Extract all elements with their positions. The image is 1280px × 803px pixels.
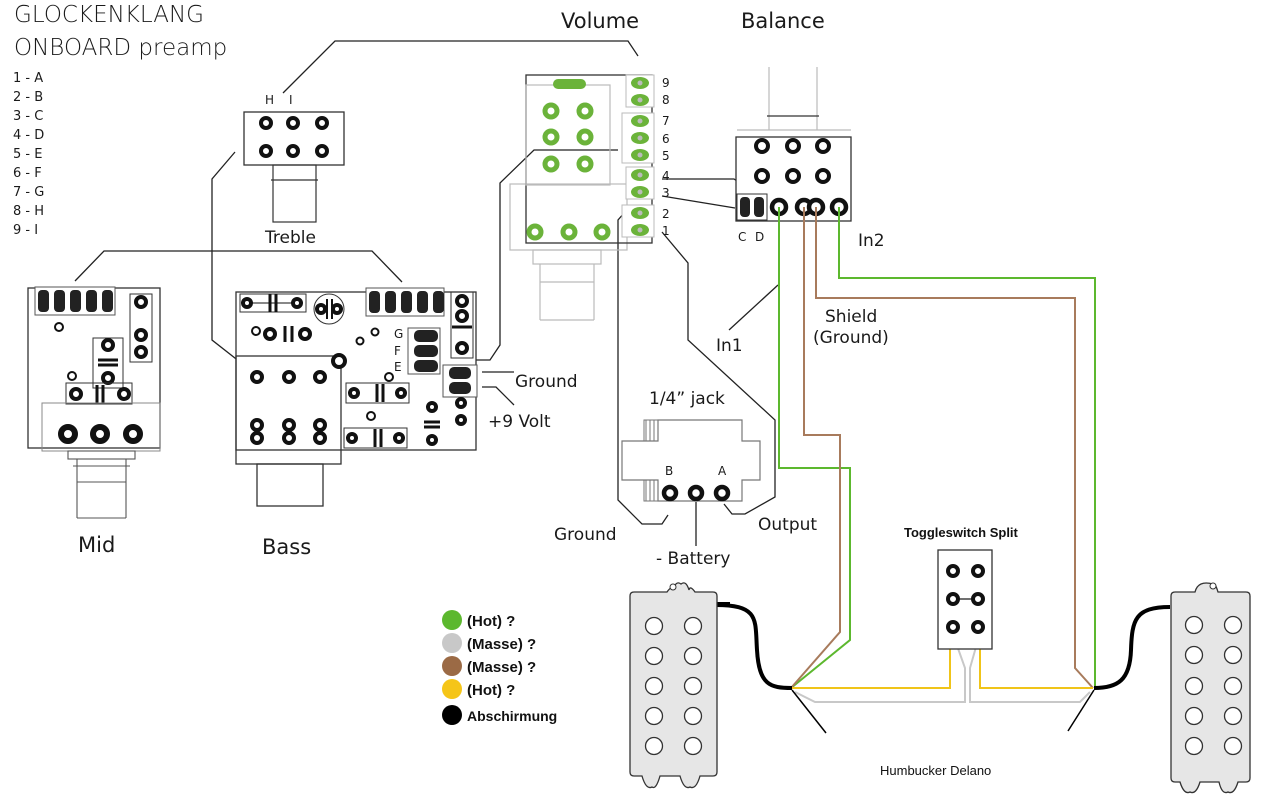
legend-item: (Masse) ? [467,636,536,653]
volume-pin-4: 4 [662,169,670,183]
line-volume1-to-jack [661,231,776,515]
jack-pin-b: B [665,464,673,478]
volume-pin-9: 9 [662,76,670,90]
wire-brown-left [790,207,841,689]
volume-pin-1: 1 [662,224,670,238]
jack-pin-a: A [718,464,727,478]
output-jack: 1/4” jack B A Ground - Battery Output [554,389,817,569]
legend-swatch-green [442,610,462,630]
pickup-left [629,582,718,789]
wire-green-in2 [838,207,1096,688]
jack-battery-label: - Battery [656,549,730,569]
legend-item: (Masse) ? [467,659,536,676]
volume-pin-2: 2 [662,207,670,221]
legend-item: (Hot) ? [467,613,515,630]
legend-item: (Hot) ? [467,682,515,699]
treble-label: Treble [264,228,316,248]
volume-pin-5: 5 [662,149,670,163]
legend-swatch-yellow [442,679,462,699]
pin-map: 1 - A 2 - B 3 - C 4 - D 5 - E 6 - F 7 - … [13,71,44,238]
line-volume2-to-jack [617,211,669,525]
shield-ground-label: (Ground) [813,328,889,348]
in2-label: In2 [858,231,885,251]
volume-pin-8: 8 [662,93,670,107]
line-treble-to-volume [282,40,639,94]
line-in1-pointer [728,284,779,331]
pickups-label: Humbucker Delano [880,763,991,778]
shield-label: Shield [825,307,877,327]
pickup-right [1170,582,1251,794]
volume-pot: Volume 9 8 7 6 [509,9,670,321]
pickup-cable-left [715,603,793,690]
jack-ground-label: Ground [554,525,617,545]
mid-pot: Mid [27,286,161,557]
bass-label: Bass [262,535,311,559]
balance-pin-d: D [755,230,764,244]
wire-yellow-left [791,630,951,689]
bass-board: G F E Bass [235,287,478,559]
legend-item: Abschirmung [467,708,557,724]
line-mid-to-bass [74,250,403,283]
wire-grey-right [969,639,1091,703]
volume-pin-6: 6 [662,132,670,146]
plus9v-label: +9 Volt [488,412,551,432]
line-volume5-to-bass [440,149,618,361]
jack-label: 1/4” jack [649,389,725,409]
pin-map-item: 4 - D [13,128,44,143]
pin-map-item: 3 - C [13,109,43,124]
wire-brown-right [815,207,1094,689]
balance-pot: Balance C D In2 In1 [716,9,885,356]
ground-label: Ground [515,372,578,392]
bass-pin-g: G [394,327,403,341]
pin-map-item: 7 - G [13,185,44,200]
volume-pin-7: 7 [662,114,670,128]
toggle-switch: Toggleswitch Split [904,525,1019,650]
jack-output-label: Output [758,515,817,535]
legend-swatch-grey [442,633,462,653]
wire-green-in1 [778,207,851,689]
connection-lines [74,40,779,546]
treble-pin-i: I [289,93,293,107]
pin-map-item: 6 - F [13,166,42,181]
pin-map-item: 5 - E [13,147,42,162]
in1-label: In1 [716,336,743,356]
title-line1: GLOCKENKLANG [14,2,204,28]
bass-pin-f: F [394,344,401,358]
volume-label: Volume [561,9,639,33]
line-treble-to-bass [211,151,241,363]
balance-pin-c: C [738,230,746,244]
mid-label: Mid [78,533,115,557]
toggle-label: Toggleswitch Split [904,525,1019,540]
treble-pin-h: H [265,93,274,107]
bass-pin-e: E [394,360,402,374]
balance-label: Balance [741,9,825,33]
pin-map-item: 9 - I [13,223,38,238]
pin-map-item: 8 - H [13,204,44,219]
legend-swatch-brown [442,656,462,676]
treble-pot: H I Treble [243,93,345,248]
line-volume3-to-balance [661,195,736,209]
colored-wires [715,207,1171,734]
pickup-cable-right [1093,605,1171,690]
wire-grey-left [794,639,966,703]
pin-map-item: 2 - B [13,90,43,105]
legend-swatch-black [442,705,462,725]
pin-map-item: 1 - A [13,71,43,86]
color-legend: (Hot) ? (Masse) ? (Masse) ? (Hot) ? Absc… [442,610,557,725]
volume-pin-3: 3 [662,186,670,200]
wire-yellow-right [979,630,1093,689]
title-line2: ONBOARD preamp [14,35,227,61]
